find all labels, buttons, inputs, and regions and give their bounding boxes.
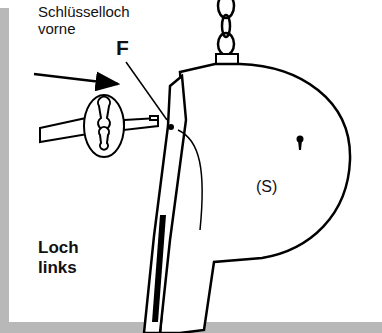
callout-label: Schlüsselloch vorne: [38, 3, 138, 38]
arm-stripe: [152, 215, 166, 322]
callout-letter: (S): [256, 178, 296, 196]
swivel: [216, 54, 238, 64]
chain: [218, 0, 234, 55]
leader-line: [126, 62, 167, 120]
key: [40, 95, 158, 157]
keyhole: [298, 140, 302, 150]
frame-shadow: [0, 8, 9, 333]
cuff-arm: [144, 76, 186, 333]
keyhole-dot: [168, 124, 174, 130]
cuff-body: [160, 64, 350, 333]
callout-label: Loch links: [38, 238, 98, 277]
cuff-edge: [178, 130, 202, 230]
pointer-arrow: [34, 74, 118, 84]
callout-letter: F: [116, 36, 136, 60]
